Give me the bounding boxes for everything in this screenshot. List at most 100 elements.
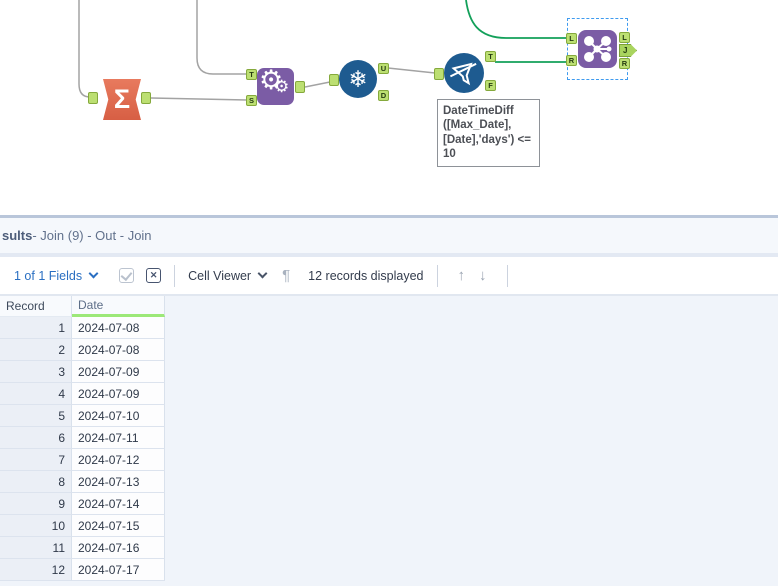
- annotation-line: ([Max_Date],: [443, 119, 512, 132]
- toolbar-separator: [506, 264, 508, 287]
- record-cell[interactable]: 9: [0, 493, 72, 515]
- deselect-all-icon[interactable]: ✕: [146, 268, 162, 283]
- date-cell[interactable]: 2024-07-09: [72, 383, 165, 405]
- arrow-up-icon[interactable]: ↑: [457, 267, 466, 284]
- date-cell[interactable]: 2024-07-09: [72, 361, 165, 383]
- formula-output-anchor[interactable]: [295, 81, 305, 93]
- wire-top-to-formula-t[interactable]: [196, 0, 247, 75]
- record-cell[interactable]: 10: [0, 515, 72, 537]
- record-cell[interactable]: 3: [0, 361, 72, 383]
- sigma-icon: Σ: [113, 84, 131, 114]
- snowflake-icon: ❄: [348, 66, 368, 92]
- join-output-r-anchor[interactable]: R: [619, 58, 630, 69]
- formula-input-t-anchor[interactable]: T: [246, 69, 257, 80]
- paragraph-toggle-icon[interactable]: ¶: [282, 267, 291, 284]
- record-cell[interactable]: 2: [0, 339, 72, 361]
- summarize-input-anchor[interactable]: [88, 92, 98, 104]
- formula-tool[interactable]: ⚙ ⚙: [257, 65, 294, 105]
- record-cell[interactable]: 1: [0, 317, 72, 339]
- results-header: sults - Join (9) - Out - Join: [0, 218, 778, 253]
- join-output-j-anchor[interactable]: J: [619, 44, 637, 57]
- date-cell[interactable]: 2024-07-13: [72, 471, 165, 493]
- filter-tool[interactable]: [444, 53, 484, 93]
- summarize-output-anchor[interactable]: [141, 92, 151, 104]
- unique-tool[interactable]: ❄: [339, 60, 377, 98]
- annotation-line: [Date],'days') <=: [443, 133, 531, 146]
- results-title: sults: [2, 228, 33, 243]
- date-cell[interactable]: 2024-07-08: [72, 317, 165, 339]
- unique-output-u-anchor[interactable]: U: [378, 63, 389, 74]
- date-cell[interactable]: 2024-07-11: [72, 427, 165, 449]
- wire-summarize-to-formula-s[interactable]: [150, 97, 248, 101]
- select-all-checkbox-icon[interactable]: [119, 268, 135, 283]
- join-tool[interactable]: [578, 30, 617, 68]
- results-breadcrumb: - Join (9) - Out - Join: [32, 228, 152, 243]
- record-cell[interactable]: 4: [0, 383, 72, 405]
- unique-output-d-anchor[interactable]: D: [378, 90, 389, 101]
- panel-splitter[interactable]: [0, 215, 778, 218]
- date-cell[interactable]: 2024-07-10: [72, 405, 165, 427]
- annotation-line: 10: [443, 148, 456, 161]
- filter-input-anchor[interactable]: [434, 68, 444, 80]
- date-cell[interactable]: 2024-07-12: [72, 449, 165, 471]
- record-column-header[interactable]: Record: [0, 296, 72, 317]
- record-cell[interactable]: 5: [0, 405, 72, 427]
- cell-viewer-dropdown[interactable]: Cell Viewer: [188, 268, 268, 283]
- cell-viewer-label: Cell Viewer: [188, 268, 252, 283]
- header-divider: [0, 253, 778, 257]
- summarize-tool[interactable]: Σ: [103, 79, 141, 120]
- join-input-l-anchor[interactable]: L: [566, 33, 577, 44]
- filter-output-t-anchor[interactable]: T: [485, 51, 496, 62]
- fields-dropdown[interactable]: 1 of 1 Fields: [14, 268, 99, 283]
- record-cell[interactable]: 7: [0, 449, 72, 471]
- chevron-down-icon: [257, 268, 268, 279]
- join-input-r-anchor[interactable]: R: [566, 55, 577, 66]
- funnel-icon: [449, 62, 477, 86]
- unique-input-anchor[interactable]: [329, 74, 339, 86]
- date-column-header[interactable]: Date: [72, 296, 165, 317]
- workflow-canvas[interactable]: Σ ⚙ ⚙ T S ❄ U D T F: [0, 0, 778, 215]
- wire-top-to-join-l[interactable]: [465, 0, 567, 39]
- record-cell[interactable]: 12: [0, 559, 72, 581]
- fields-dropdown-label: 1 of 1 Fields: [14, 268, 83, 283]
- wire-top-to-summarize[interactable]: [78, 0, 93, 98]
- toolbar-separator: [174, 264, 176, 287]
- date-cell[interactable]: 2024-07-17: [72, 559, 165, 581]
- record-cell[interactable]: 11: [0, 537, 72, 559]
- records-displayed-label: 12 records displayed: [308, 268, 424, 283]
- join-output-l-anchor[interactable]: L: [619, 32, 630, 43]
- table-header-row: Record Date: [0, 296, 778, 317]
- toolbar-separator: [436, 264, 438, 287]
- results-toolbar: 1 of 1 Fields ✕ Cell Viewer ¶ 12 records…: [0, 257, 778, 296]
- record-cell[interactable]: 8: [0, 471, 72, 493]
- date-cell[interactable]: 2024-07-08: [72, 339, 165, 361]
- filter-output-f-anchor[interactable]: F: [485, 80, 496, 91]
- date-cell[interactable]: 2024-07-14: [72, 493, 165, 515]
- results-panel: sults - Join (9) - Out - Join 1 of 1 Fie…: [0, 215, 778, 588]
- join-icon: [584, 36, 612, 62]
- annotation-line: DateTimeDiff: [443, 105, 514, 117]
- wire-unique-to-filter[interactable]: [387, 67, 436, 74]
- formula-input-s-anchor[interactable]: S: [246, 95, 257, 106]
- gear-small-icon: ⚙: [274, 77, 290, 96]
- record-cell[interactable]: 6: [0, 427, 72, 449]
- date-cell[interactable]: 2024-07-16: [72, 537, 165, 559]
- tool-annotation[interactable]: DateTimeDiff ([Max_Date], [Date],'days')…: [437, 99, 540, 167]
- arrow-down-icon[interactable]: ↓: [479, 267, 487, 284]
- date-cell[interactable]: 2024-07-15: [72, 515, 165, 537]
